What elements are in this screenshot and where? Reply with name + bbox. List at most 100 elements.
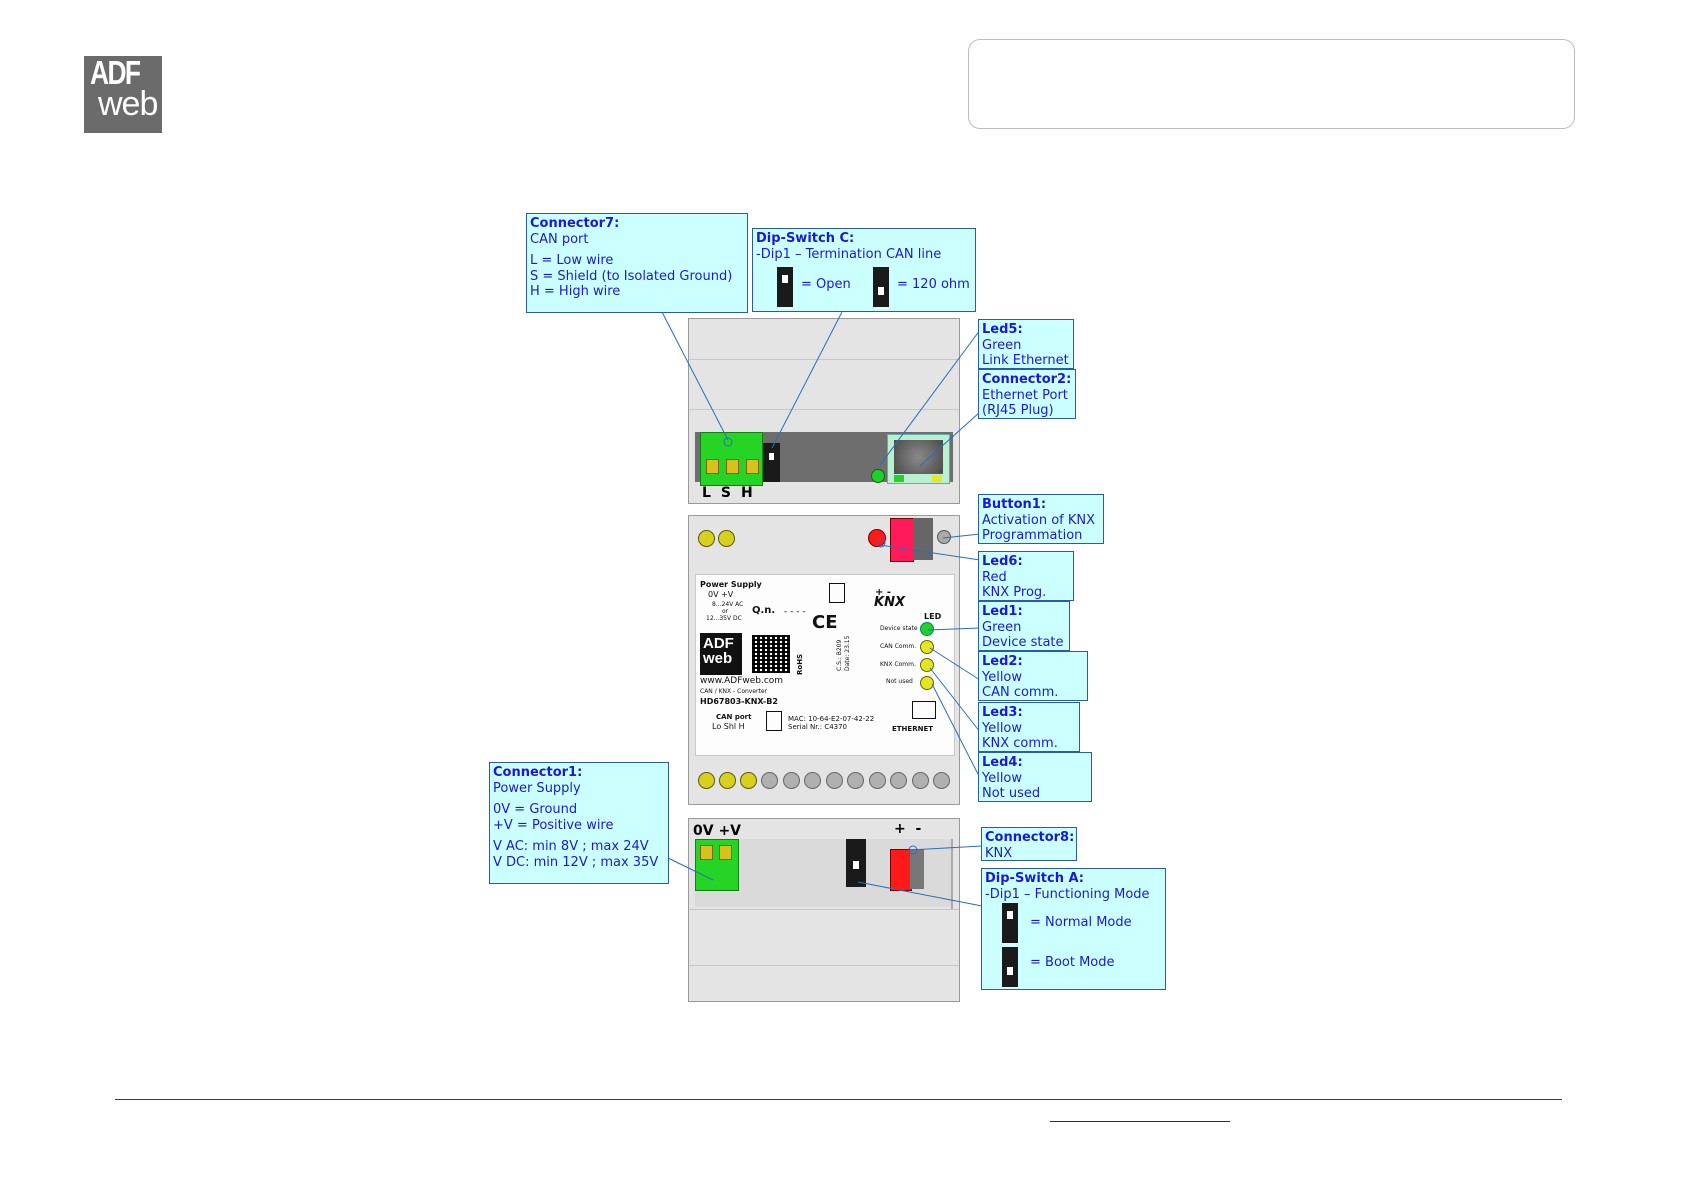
label-ethernet: ETHERNET: [892, 725, 934, 733]
dip-normal-icon: [1002, 903, 1018, 943]
footer-link-underline[interactable]: [1050, 1121, 1230, 1122]
callout-led1-line: Device state: [982, 635, 1064, 651]
callout-led4-line: Yellow: [982, 770, 1023, 786]
callout-dip-switch-c: Dip-Switch C: -Dip1 – Termination CAN li…: [752, 228, 976, 312]
callout-connector1-line: +V = Positive wire: [493, 817, 614, 833]
label-led-row-4: Not used: [886, 678, 913, 685]
product-label: Power Supply 0V +V 8...24V AC or 12...35…: [695, 574, 955, 756]
label-ps-ac: 8...24V AC: [712, 601, 744, 608]
label-power-supply: Power Supply: [700, 580, 762, 589]
dip-switch-c[interactable]: [763, 443, 780, 482]
callout-led5-line: Link Ethernet: [982, 353, 1069, 369]
qr-code: [752, 635, 790, 673]
callout-dip-switch-a: Dip-Switch A: -Dip1 – Functioning Mode =…: [981, 868, 1166, 990]
device-middle-module: Power Supply 0V +V 8...24V AC or 12...35…: [688, 515, 960, 805]
callout-connector7-line: H = High wire: [530, 284, 621, 300]
callout-dipc-line: -Dip1 – Termination CAN line: [756, 246, 942, 262]
callout-connector1-line: V DC: min 12V ; max 35V: [493, 854, 659, 870]
label-cs: C.S.: B209: [836, 639, 843, 671]
label-ps-or: or: [722, 608, 729, 615]
callout-dipc-open: = Open: [801, 277, 851, 292]
label-product-code: HD67803-KNX-B2: [700, 697, 778, 706]
label-serial: Serial Nr.: C4370: [788, 723, 848, 731]
callout-button1: Button1: Activation of KNX Programmation: [978, 494, 1104, 544]
callout-led6-title: Led6:: [982, 554, 1023, 569]
callout-dipc-ohm: = 120 ohm: [897, 277, 970, 292]
led2-yellow: [920, 640, 934, 654]
label-product: CAN / KNX - Converter: [700, 688, 768, 695]
callout-dipc-title: Dip-Switch C:: [756, 231, 855, 246]
callout-connector7-line: CAN port: [530, 231, 589, 247]
callout-led2-line: CAN comm.: [982, 685, 1059, 701]
callout-button1-line: Programmation: [982, 528, 1083, 544]
callout-led3: Led3: Yellow KNX comm.: [978, 702, 1080, 752]
can-terminal-labels: LSH: [702, 485, 763, 501]
callout-connector7-line: L = Low wire: [530, 253, 614, 269]
callout-led5: Led5: Green Link Ethernet: [978, 319, 1074, 369]
label-qn-value: - - - -: [784, 607, 806, 617]
label-mac: MAC: 10-64-E2-07-42-22: [788, 715, 875, 723]
label-url: www.ADFweb.com: [700, 676, 784, 686]
callout-connector8-title: Connector8:: [985, 830, 1075, 845]
callout-led4: Led4: Yellow Not used: [978, 752, 1092, 802]
callout-connector8: Connector8: KNX: [981, 827, 1077, 861]
dip-boot-icon: [1002, 947, 1018, 987]
callout-led3-line: KNX comm.: [982, 736, 1058, 752]
callout-connector1: Connector1: Power Supply 0V = Ground +V …: [489, 762, 669, 884]
callout-dipa-boot: = Boot Mode: [1030, 955, 1115, 970]
rj45-ethernet-port[interactable]: [887, 434, 950, 484]
knx-programming-button[interactable]: [890, 518, 914, 562]
callout-dipa-title: Dip-Switch A:: [985, 871, 1084, 886]
callout-connector7-title: Connector7:: [530, 216, 620, 231]
callout-led2-title: Led2:: [982, 654, 1023, 669]
callout-connector1-line: V AC: min 8V ; max 24V: [493, 839, 649, 855]
label-ps-dc: 12...35V DC: [706, 615, 742, 622]
callout-button1-title: Button1:: [982, 497, 1047, 512]
connector8-knx-terminal: [890, 849, 912, 891]
label-ps-terms: 0V +V: [708, 590, 734, 599]
callout-connector2-title: Connector2:: [982, 372, 1072, 387]
callout-button1-line: Activation of KNX: [982, 512, 1096, 528]
led1-green: [920, 622, 934, 636]
label-qn: Q.n.: [752, 605, 776, 616]
callout-connector7: Connector7: CAN port L = Low wire S = Sh…: [526, 213, 748, 313]
callout-led6-line: Red: [982, 569, 1007, 585]
label-led-row-3: KNX Comm.: [880, 661, 916, 668]
label-l: L: [702, 485, 721, 501]
led3-yellow: [920, 658, 934, 672]
callout-connector1-line: 0V = Ground: [493, 802, 578, 818]
label-led-row-2: CAN Comm.: [880, 643, 917, 650]
callout-connector2-line: (RJ45 Plug): [982, 403, 1054, 419]
device-bottom-module: 0V +V + -: [688, 818, 960, 1002]
ce-mark: CE: [812, 612, 838, 633]
label-h: H: [741, 485, 763, 501]
logo-text-web: web: [98, 85, 158, 123]
dip-120ohm-icon: [873, 267, 889, 307]
callout-led6: Led6: Red KNX Prog.: [978, 551, 1074, 601]
adfweb-logo: ADF web: [84, 56, 162, 133]
dip-switch-a[interactable]: [846, 839, 866, 887]
label-can-terms: Lo Shl H: [712, 722, 745, 731]
callout-dipa-normal: = Normal Mode: [1030, 915, 1132, 930]
callout-led4-line: Not used: [982, 786, 1041, 802]
label-s: S: [720, 485, 742, 501]
callout-led6-line: KNX Prog.: [982, 585, 1047, 601]
callout-connector2: Connector2: Ethernet Port (RJ45 Plug): [978, 369, 1076, 419]
dip-open-icon: [777, 267, 793, 307]
led5-green: [871, 469, 885, 483]
callout-led3-line: Yellow: [982, 720, 1023, 736]
callout-led1-line: Green: [982, 619, 1022, 635]
callout-led3-title: Led3:: [982, 705, 1023, 720]
label-plus-minus: + -: [875, 587, 892, 598]
led4-yellow: [920, 676, 934, 690]
callout-led5-title: Led5:: [982, 322, 1023, 337]
callout-dipa-line: -Dip1 – Functioning Mode: [985, 886, 1150, 902]
screw-top-right: [937, 530, 951, 544]
label-led-header: LED: [924, 612, 942, 621]
label-led-row-1: Device state: [880, 625, 918, 632]
knx-polarity-label: + -: [894, 821, 922, 837]
callout-connector1-line: Power Supply: [493, 780, 581, 796]
callout-led1: Led1: Green Device state: [978, 601, 1070, 651]
label-knx-logo: KNX: [874, 595, 905, 610]
